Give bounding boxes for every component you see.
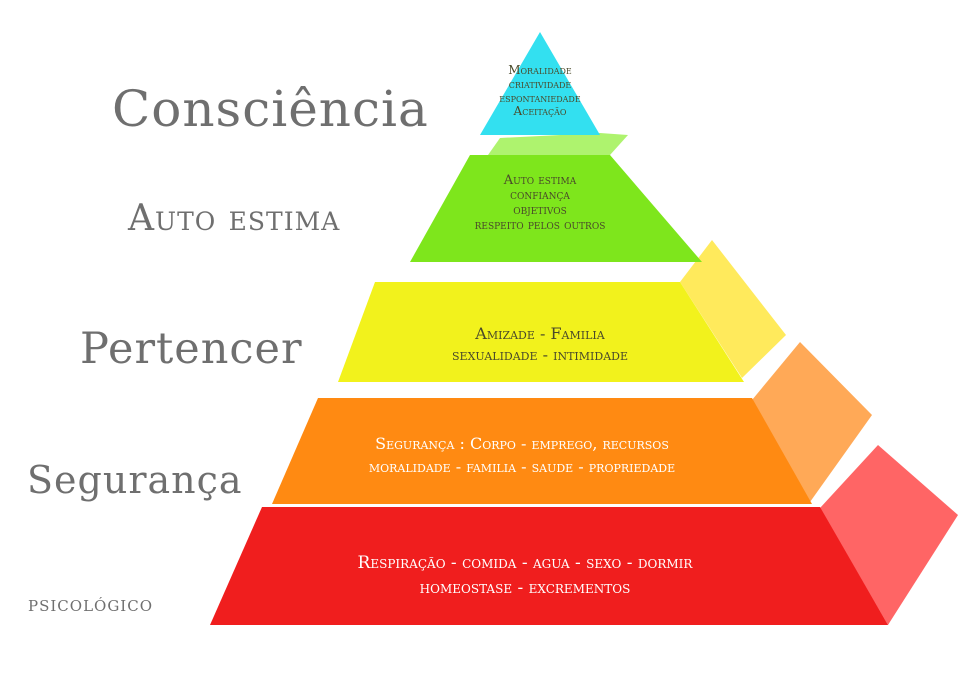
tier-line: Segurança : Corpo - emprego, recursos: [375, 434, 669, 453]
tier-line: homeostase - excrementos: [419, 577, 631, 598]
tier-auto-estima: [410, 133, 702, 262]
tier-line: criatividade: [508, 76, 572, 91]
tier-line: confiança: [510, 187, 570, 203]
tier-psicologico-side: [820, 445, 958, 625]
tier-pertencer-face: [338, 282, 744, 382]
tier-seguranca-face: [272, 398, 812, 504]
level-label-consciencia: Consciência: [112, 80, 429, 138]
tier-auto-estima-text: Auto estima confiança objetivos respeito…: [450, 173, 630, 234]
tier-psicologico-face: [210, 507, 888, 625]
tier-auto-estima-top: [488, 133, 628, 155]
level-label-pertencer: Pertencer: [80, 324, 303, 374]
tier-seguranca: [272, 342, 872, 504]
tier-pertencer: [338, 240, 786, 382]
tier-line: objetivos: [513, 202, 567, 218]
tier-line: Auto estima: [503, 173, 577, 188]
tier-line: Moralidade: [508, 63, 572, 77]
tier-consciencia: [480, 32, 600, 135]
level-label-auto-estima: Auto estima: [128, 198, 341, 239]
tier-line: Respiração - comida - agua - sexo - dorm…: [357, 553, 693, 573]
tier-line: Aceitação: [513, 104, 567, 119]
tier-pertencer-side: [680, 240, 786, 378]
tier-consciencia-text: Moralidade criatividade espontaniedade A…: [480, 63, 600, 119]
tier-line: sexualidade - intimidade: [452, 344, 628, 364]
tier-consciencia-face: [480, 32, 600, 135]
tier-line: respeito pelos outros: [474, 217, 606, 233]
tier-psicologico-text: Respiração - comida - agua - sexo - dorm…: [290, 551, 760, 600]
tier-line: moralidade - familia - saude - proprieda…: [368, 457, 676, 477]
tier-seguranca-text: Segurança : Corpo - emprego, recursos mo…: [322, 432, 722, 478]
tier-pertencer-text: Amizade - Familia sexualidade - intimida…: [410, 324, 670, 366]
tier-line: Amizade - Familia: [475, 324, 605, 343]
tier-seguranca-side: [752, 342, 872, 502]
level-label-seguranca: Segurança: [27, 458, 243, 502]
level-label-psicologico: psicológico: [28, 592, 154, 616]
tier-auto-estima-face: [410, 155, 702, 262]
tier-line: espontaniedade: [499, 90, 581, 105]
tier-psicologico: [210, 445, 958, 625]
